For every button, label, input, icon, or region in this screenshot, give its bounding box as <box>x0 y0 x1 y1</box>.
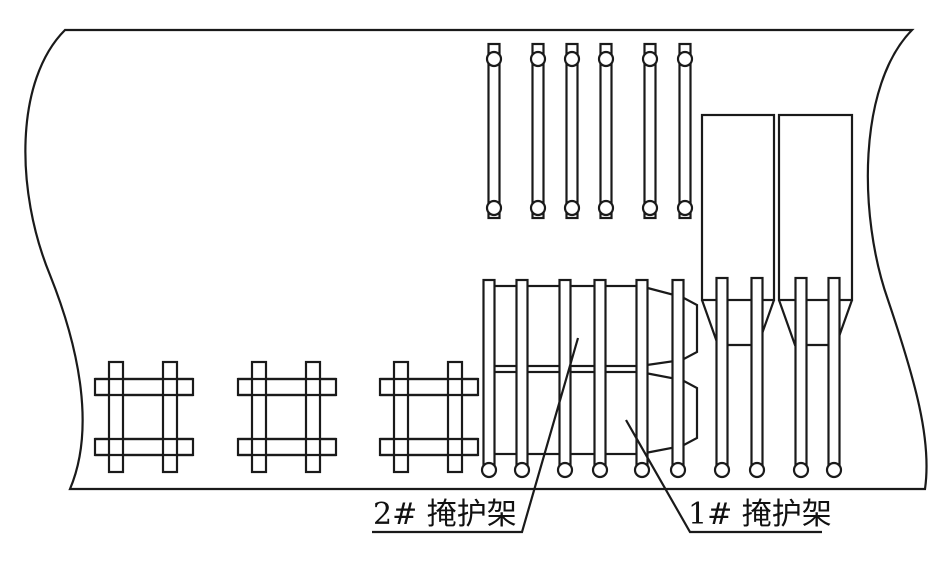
shelter-2-label: 2# 掩护架 <box>373 497 517 532</box>
leader-line-2 <box>372 337 580 534</box>
hopper-left <box>700 113 776 347</box>
vertical-rod <box>485 42 503 220</box>
lower-rod-group <box>480 278 687 479</box>
vertical-rod <box>633 278 651 479</box>
vertical-rod <box>641 42 659 220</box>
leader-line-1 <box>625 419 822 534</box>
shelter-1-label: 1# 掩护架 <box>688 497 832 532</box>
frame-post-left <box>392 360 410 474</box>
vertical-rod <box>513 278 531 479</box>
frame-post-right <box>446 360 464 474</box>
upper-rod-group <box>485 42 694 220</box>
vertical-rod <box>792 276 810 479</box>
vertical-rod <box>669 278 687 479</box>
vertical-rod <box>529 42 547 220</box>
vertical-rod <box>480 278 498 479</box>
tunnel-outline <box>24 28 928 491</box>
vertical-rod <box>591 278 609 479</box>
frame-post-right <box>304 360 322 474</box>
vertical-rod <box>825 276 843 479</box>
cross-frame-3 <box>378 360 480 474</box>
vertical-rod <box>597 42 615 220</box>
cross-frame-2 <box>236 360 338 474</box>
hopper-rod-group <box>713 276 843 479</box>
frame-post-right <box>161 360 179 474</box>
frame-post-left <box>107 360 125 474</box>
frame-post-left <box>250 360 268 474</box>
vertical-rod <box>556 278 574 479</box>
cross-frame-1 <box>93 360 195 474</box>
vertical-rod <box>676 42 694 220</box>
vertical-rod <box>563 42 581 220</box>
vertical-rod <box>713 276 731 479</box>
vertical-rod <box>748 276 766 479</box>
hopper-right <box>777 113 854 347</box>
